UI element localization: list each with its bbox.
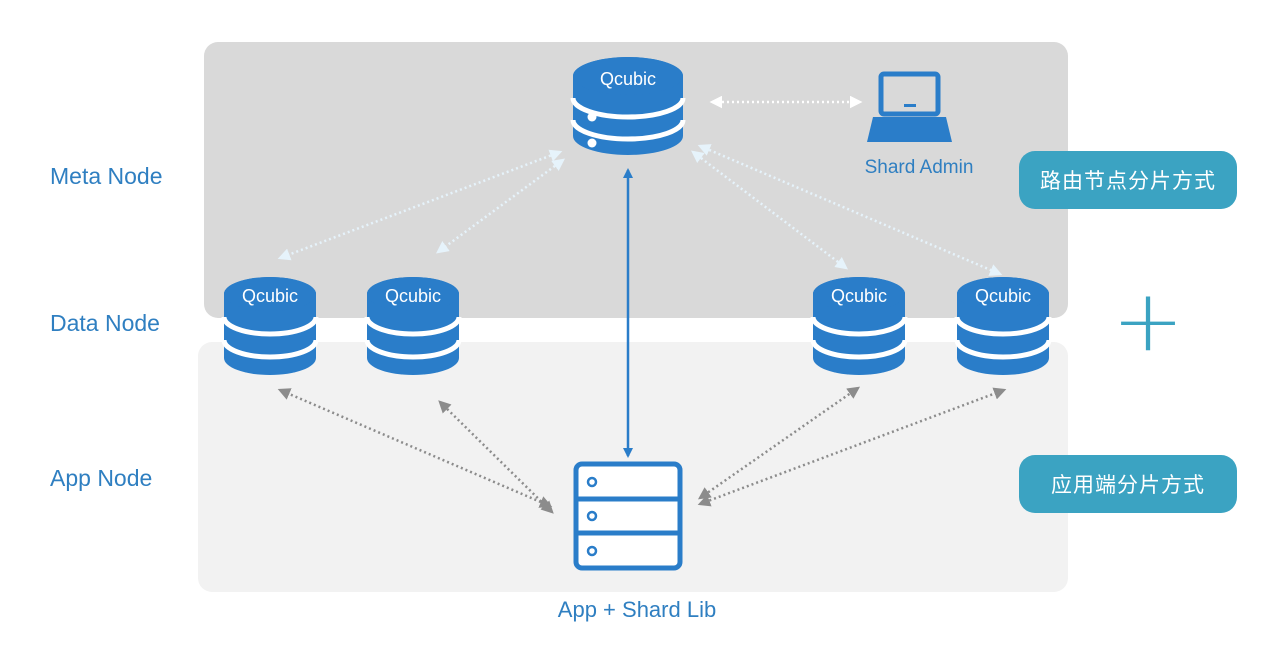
meta-link-2 (435, 158, 566, 254)
server-rack-icon (573, 461, 683, 571)
shard-admin-label: Shard Admin (865, 157, 974, 178)
laptop-icon (867, 71, 952, 142)
plus-icon: + (1112, 271, 1185, 371)
routing-sharding-badge: 路由节点分片方式 (1019, 151, 1237, 209)
data-database-icon-3: Qcubic (810, 277, 908, 375)
app-server-label: App + Shard Lib (558, 597, 716, 622)
meta-data-links (277, 144, 1003, 276)
data-db-label-1: Qcubic (242, 286, 298, 306)
app-link-4 (697, 387, 1007, 507)
app-data-links (277, 386, 1007, 514)
app-link-2 (438, 400, 554, 514)
meta-database-icon: Qcubic (570, 57, 686, 155)
meta-node-row-label: Meta Node (50, 163, 163, 189)
app-node-row-label: App Node (50, 465, 153, 491)
data-db-label-3: Qcubic (831, 286, 887, 306)
data-db-label-4: Qcubic (975, 286, 1031, 306)
data-node-row-label: Data Node (50, 310, 160, 336)
data-database-icon-1: Qcubic (221, 277, 319, 375)
data-db-label-2: Qcubic (385, 286, 441, 306)
meta-db-label: Qcubic (600, 69, 656, 89)
app-sharding-badge: 应用端分片方式 (1019, 455, 1237, 513)
data-database-icon-4: Qcubic (954, 277, 1052, 375)
meta-link-4 (697, 144, 1003, 276)
app-link-1 (277, 388, 553, 508)
data-database-icon-2: Qcubic (364, 277, 462, 375)
